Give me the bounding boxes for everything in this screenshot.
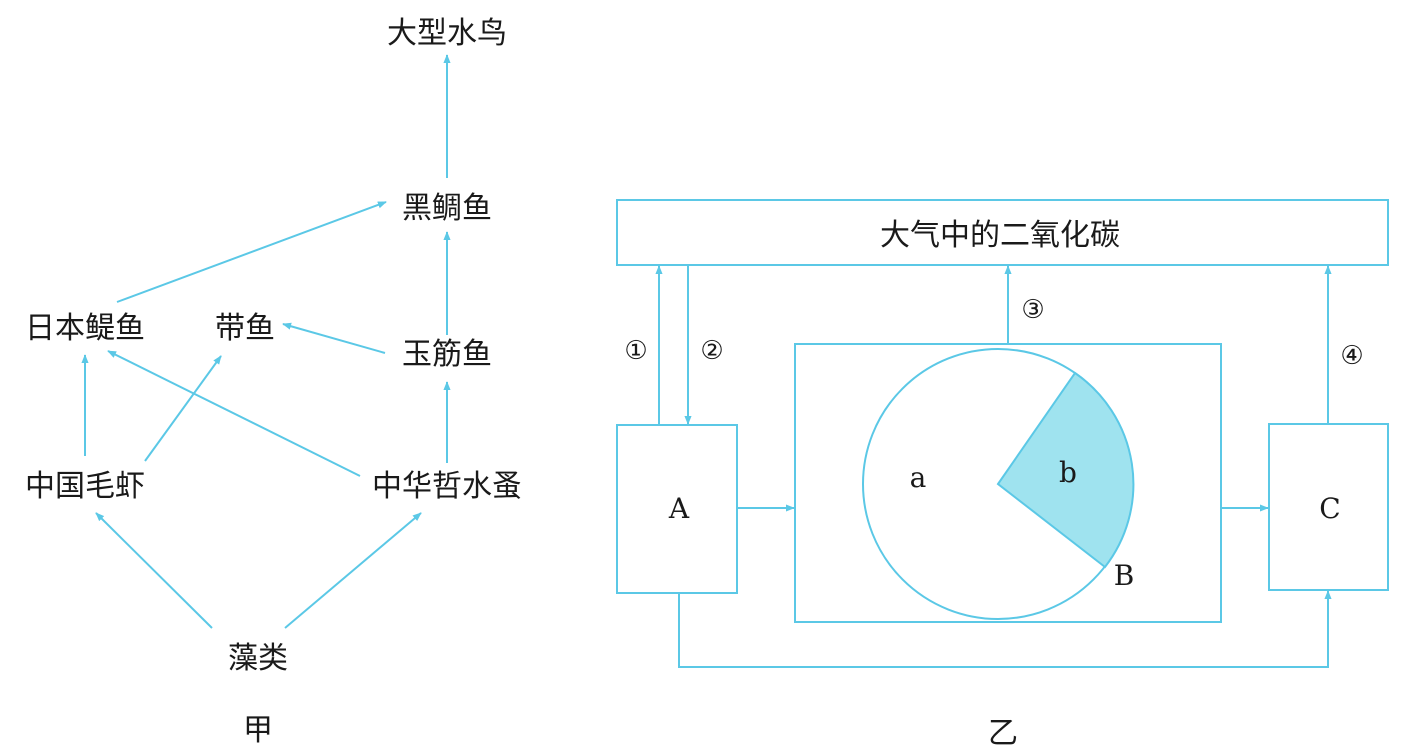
node-flathead: 玉筋鱼 xyxy=(402,337,492,372)
atmosphere-label: 大气中的二氧化碳 xyxy=(880,218,1120,253)
box-c xyxy=(1268,423,1389,591)
node-black-sea-bream: 黑鲷鱼 xyxy=(402,191,492,226)
food-web: 大型水鸟 黑鲷鱼 日本鳀鱼 带鱼 玉筋鱼 中国毛虾 中华哲水蚤 藻类 甲 xyxy=(25,16,522,748)
node-japanese-anchovy: 日本鳀鱼 xyxy=(25,311,145,346)
caption-yi: 乙 xyxy=(988,716,1018,751)
sector-b-label: b xyxy=(1059,456,1077,489)
process-1-label: ① xyxy=(624,336,647,366)
atmosphere-box xyxy=(616,199,1389,266)
node-hairtail: 带鱼 xyxy=(215,311,275,346)
arrow-algae-to-copepod xyxy=(284,512,422,629)
carbon-cycle: 大气中的二氧化碳 A a b B C ① ② ③ ④ 乙 xyxy=(616,199,1389,751)
arrow-a-to-c xyxy=(678,590,1332,668)
node-chinese-shrimp: 中国毛虾 xyxy=(25,469,145,504)
node-algae: 藻类 xyxy=(228,641,288,676)
node-large-waterbird: 大型水鸟 xyxy=(387,16,507,51)
box-a-label: A xyxy=(668,492,690,525)
box-c-label: C xyxy=(1319,492,1340,525)
box-b-label: B xyxy=(1114,559,1135,592)
arrow-anchovy-to-bream xyxy=(116,201,387,303)
process-2-label: ② xyxy=(700,336,723,366)
sector-b xyxy=(996,371,1135,569)
arrow-algae-to-shrimp xyxy=(95,512,213,629)
arrow-copepod-to-anchovy xyxy=(107,350,361,477)
arrow-shrimp-to-hairtail xyxy=(144,355,222,462)
sector-a-label: a xyxy=(910,461,927,494)
node-copepod: 中华哲水蚤 xyxy=(372,469,522,504)
box-a xyxy=(616,424,738,594)
process-4-label: ④ xyxy=(1340,341,1363,371)
caption-jia: 甲 xyxy=(243,713,273,748)
process-3-label: ③ xyxy=(1021,295,1044,325)
arrow-flathead-to-hairtail xyxy=(282,322,386,354)
